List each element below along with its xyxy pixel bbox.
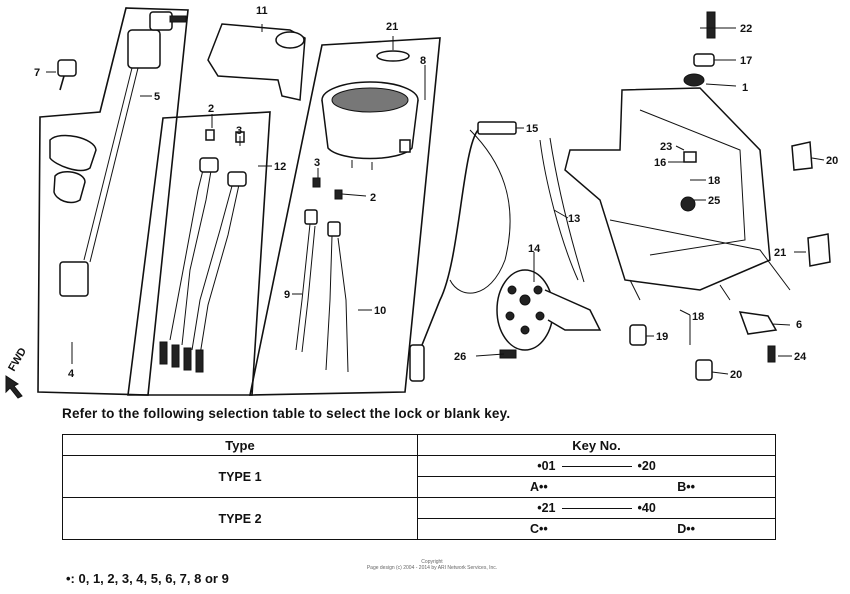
horn	[496, 137, 602, 351]
clip-upper	[791, 141, 813, 171]
part-number: 10	[374, 305, 386, 317]
part-number: 14	[528, 243, 541, 255]
bulb-socket	[312, 177, 321, 188]
header-type: Type	[62, 434, 418, 456]
cap-lower	[53, 170, 86, 204]
part-number: 25	[708, 195, 720, 207]
fwd-label: FWD	[6, 346, 29, 374]
type-1-cell: TYPE 1	[62, 455, 418, 498]
parts-diagram: FWD 1 2 2 3 3 4	[5, 5, 838, 399]
range-end: •20	[637, 459, 656, 473]
key-right: D••	[677, 522, 695, 536]
part-number: 22	[740, 23, 752, 35]
screw	[767, 345, 776, 363]
part-number: 17	[740, 55, 752, 67]
part-number: 18	[692, 311, 704, 323]
speedometer	[321, 81, 419, 170]
meter-wires	[295, 209, 349, 373]
grommet	[683, 73, 705, 87]
copyright-notice: Copyright Page design (c) 2004 - 2014 by…	[366, 559, 498, 571]
collar	[693, 53, 715, 67]
meter-rubber	[376, 50, 410, 62]
key	[57, 59, 77, 91]
speedometer-cable	[409, 121, 517, 382]
part-number: 5	[154, 91, 160, 103]
part-number: 2	[208, 103, 214, 115]
range-end: •40	[637, 501, 656, 515]
key-pair-row: C•• D••	[417, 518, 776, 540]
bulb	[334, 189, 343, 200]
callout-leaders	[46, 24, 825, 375]
part-number: 21	[774, 247, 786, 259]
range-start: •01	[537, 459, 556, 473]
bolt	[706, 11, 716, 39]
part-number: 12	[274, 161, 286, 173]
frame-meter	[249, 37, 441, 396]
key-left: A••	[530, 480, 548, 494]
part-number: 9	[284, 289, 290, 301]
collar-upper	[629, 324, 647, 346]
cap-upper	[49, 134, 97, 172]
part-number: 2	[370, 192, 376, 204]
range-dash	[561, 465, 632, 467]
key-range-row: •21 •40	[417, 497, 776, 519]
fwd-arrow-icon	[5, 375, 23, 399]
part-number: 11	[256, 5, 268, 17]
part-number: 7	[34, 67, 40, 79]
part-number: 21	[386, 21, 398, 33]
indicator-housing	[207, 23, 306, 101]
range-dash	[561, 507, 632, 509]
part-number: 16	[654, 157, 666, 169]
part-number: 3	[236, 125, 242, 137]
indicator-harness	[159, 129, 247, 373]
key-selection-table: Type Key No. TYPE 1 •01 •20 A•• B•• TYPE…	[62, 434, 776, 540]
footnote: •: 0, 1, 2, 3, 4, 5, 6, 7, 8 or 9	[66, 571, 229, 586]
range-start: •21	[537, 501, 556, 515]
part-number: 18	[708, 175, 720, 187]
part-number: 6	[796, 319, 802, 331]
part-number: 20	[826, 155, 838, 167]
key-range-row: •01 •20	[417, 455, 776, 477]
instructions-text: Refer to the following selection table t…	[62, 406, 511, 421]
clip-lower	[807, 233, 831, 267]
part-number: 4	[68, 368, 75, 380]
part-number: 8	[420, 55, 426, 67]
collar-lower	[695, 359, 713, 381]
part-number: 3	[314, 157, 320, 169]
type-2-cell: TYPE 2	[62, 497, 418, 540]
part-number: 13	[568, 213, 580, 225]
frame-ignition	[37, 7, 189, 396]
part-number: 1	[742, 82, 748, 94]
bracket-plate	[738, 311, 778, 335]
key-left: C••	[530, 522, 548, 536]
key-right: B••	[677, 480, 695, 494]
ignition-switch	[59, 11, 187, 297]
headlight-bracket	[564, 87, 791, 301]
part-number: 24	[794, 351, 807, 363]
part-number: 19	[656, 331, 668, 343]
header-key-no: Key No.	[417, 434, 776, 456]
part-number: 20	[730, 369, 742, 381]
part-number: 15	[526, 123, 538, 135]
part-number: 26	[454, 351, 466, 363]
key-pair-row: A•• B••	[417, 476, 776, 498]
part-number: 23	[660, 141, 672, 153]
